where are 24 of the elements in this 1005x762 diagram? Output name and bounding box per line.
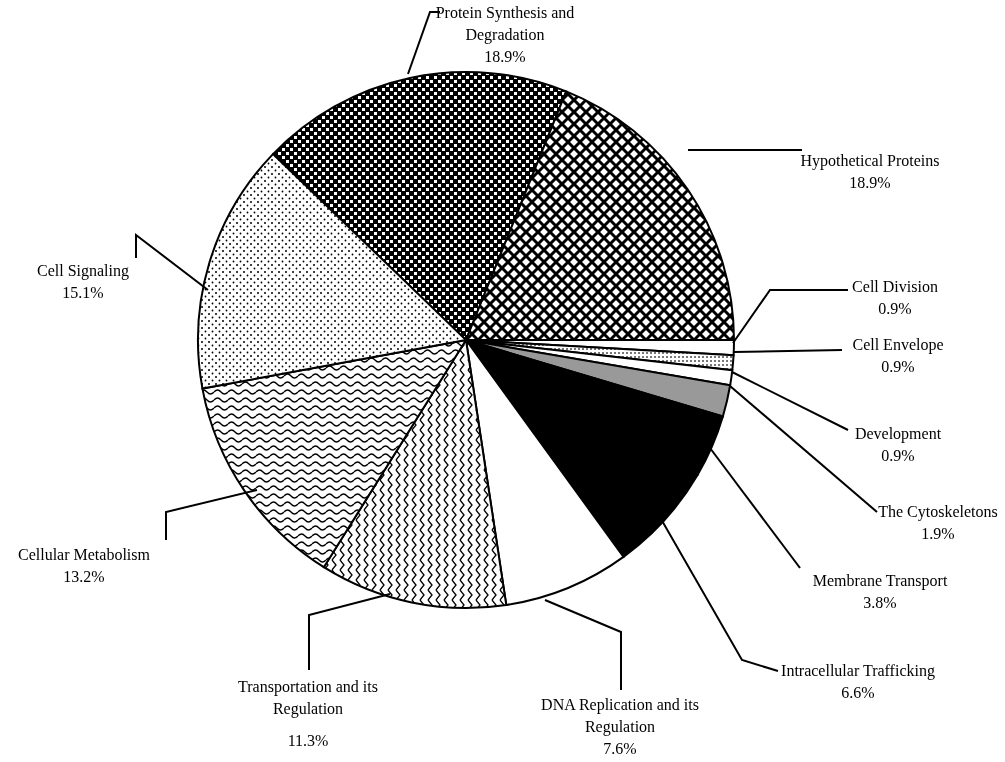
value-label: 7.6% (603, 739, 637, 759)
slice-label: Membrane Transport (812, 571, 948, 592)
value-label: 18.9% (849, 173, 891, 193)
value-label: 0.9% (881, 446, 915, 466)
value-label: 6.6% (841, 683, 875, 703)
value-label: 1.9% (921, 524, 955, 544)
value-label: 11.3% (287, 731, 329, 751)
slice-label: Hypothetical Proteins (800, 151, 940, 172)
value-label: 0.9% (881, 357, 915, 377)
slice-label: Protein Synthesis and Degradation (434, 3, 576, 46)
value-label: 3.8% (863, 593, 897, 613)
value-label: 13.2% (63, 567, 105, 587)
slice-label: Cell Signaling (37, 261, 129, 282)
slice-label: Cell Envelope (852, 335, 944, 356)
slice-label: The Cytoskeletons (878, 502, 998, 523)
slice-label: Transportation and its Regulation (237, 677, 379, 720)
slice-label: DNA Replication and its Regulation (540, 695, 700, 738)
value-label: 0.9% (878, 299, 912, 319)
slice-label: Intracellular Trafficking (781, 661, 935, 682)
value-label: 15.1% (62, 283, 104, 303)
slice-label: Development (854, 424, 942, 445)
slice-label: Cell Division (852, 277, 938, 297)
slice-label: Cellular Metabolism (18, 545, 150, 565)
value-label: 18.9% (484, 47, 526, 67)
